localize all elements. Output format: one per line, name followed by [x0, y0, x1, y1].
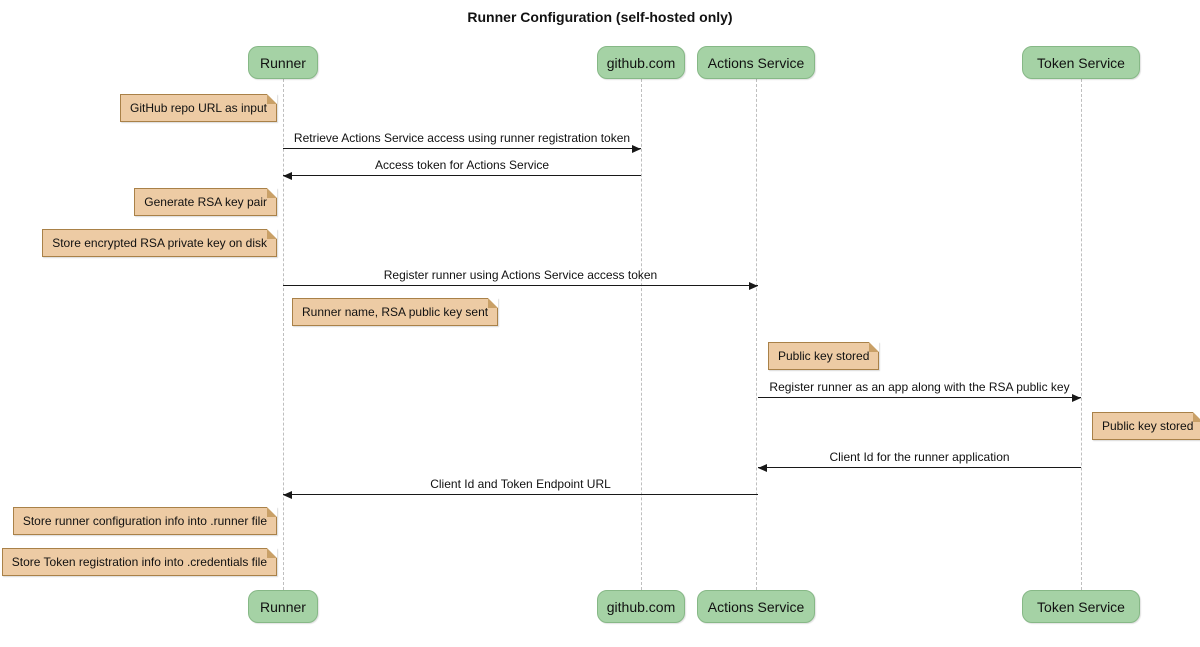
- message-arrowhead-2: [749, 282, 758, 290]
- message-line-3: [758, 397, 1081, 398]
- message-arrowhead-1: [283, 172, 292, 180]
- participant-box-github-bottom: github.com: [597, 590, 685, 623]
- diagram-title: Runner Configuration (self-hosted only): [467, 9, 733, 25]
- message-label-5: Client Id and Token Endpoint URL: [430, 477, 611, 491]
- message-arrowhead-3: [1072, 394, 1081, 402]
- message-line-0: [283, 148, 641, 149]
- lifeline-runner: [283, 79, 284, 590]
- message-label-3: Register runner as an app along with the…: [769, 380, 1070, 394]
- participant-box-token-service-top: Token Service: [1022, 46, 1140, 79]
- participant-box-github-top: github.com: [597, 46, 685, 79]
- participant-box-runner-bottom: Runner: [248, 590, 318, 623]
- message-arrowhead-4: [758, 464, 767, 472]
- note-3: Runner name, RSA public key sent: [292, 298, 499, 326]
- message-arrowhead-5: [283, 491, 292, 499]
- note-4: Public key stored: [768, 342, 880, 370]
- message-line-2: [283, 285, 758, 286]
- message-label-0: Retrieve Actions Service access using ru…: [293, 131, 631, 145]
- note-7: Store runner configuration info into .ru…: [12, 507, 278, 535]
- message-label-2: Register runner using Actions Service ac…: [383, 268, 658, 282]
- note-2: Store encrypted RSA private key on disk: [42, 229, 277, 257]
- participant-box-runner-top: Runner: [248, 46, 318, 79]
- lifeline-github: [641, 79, 642, 590]
- note-1: Generate RSA key pair: [134, 188, 277, 216]
- lifeline-actions-service: [756, 79, 757, 590]
- message-line-1: [283, 175, 641, 176]
- lifeline-token-service: [1081, 79, 1082, 590]
- participant-box-token-service-bottom: Token Service: [1022, 590, 1140, 623]
- message-label-1: Access token for Actions Service: [374, 158, 550, 172]
- participant-box-actions-service-bottom: Actions Service: [697, 590, 815, 623]
- note-5: Public key stored: [1092, 412, 1200, 440]
- message-arrowhead-0: [632, 145, 641, 153]
- message-line-5: [283, 494, 758, 495]
- participant-box-actions-service-top: Actions Service: [697, 46, 815, 79]
- note-8: Store Token registration info into .cred…: [1, 548, 278, 576]
- message-label-4: Client Id for the runner application: [829, 450, 1010, 464]
- note-0: GitHub repo URL as input: [120, 94, 277, 122]
- message-line-4: [758, 467, 1081, 468]
